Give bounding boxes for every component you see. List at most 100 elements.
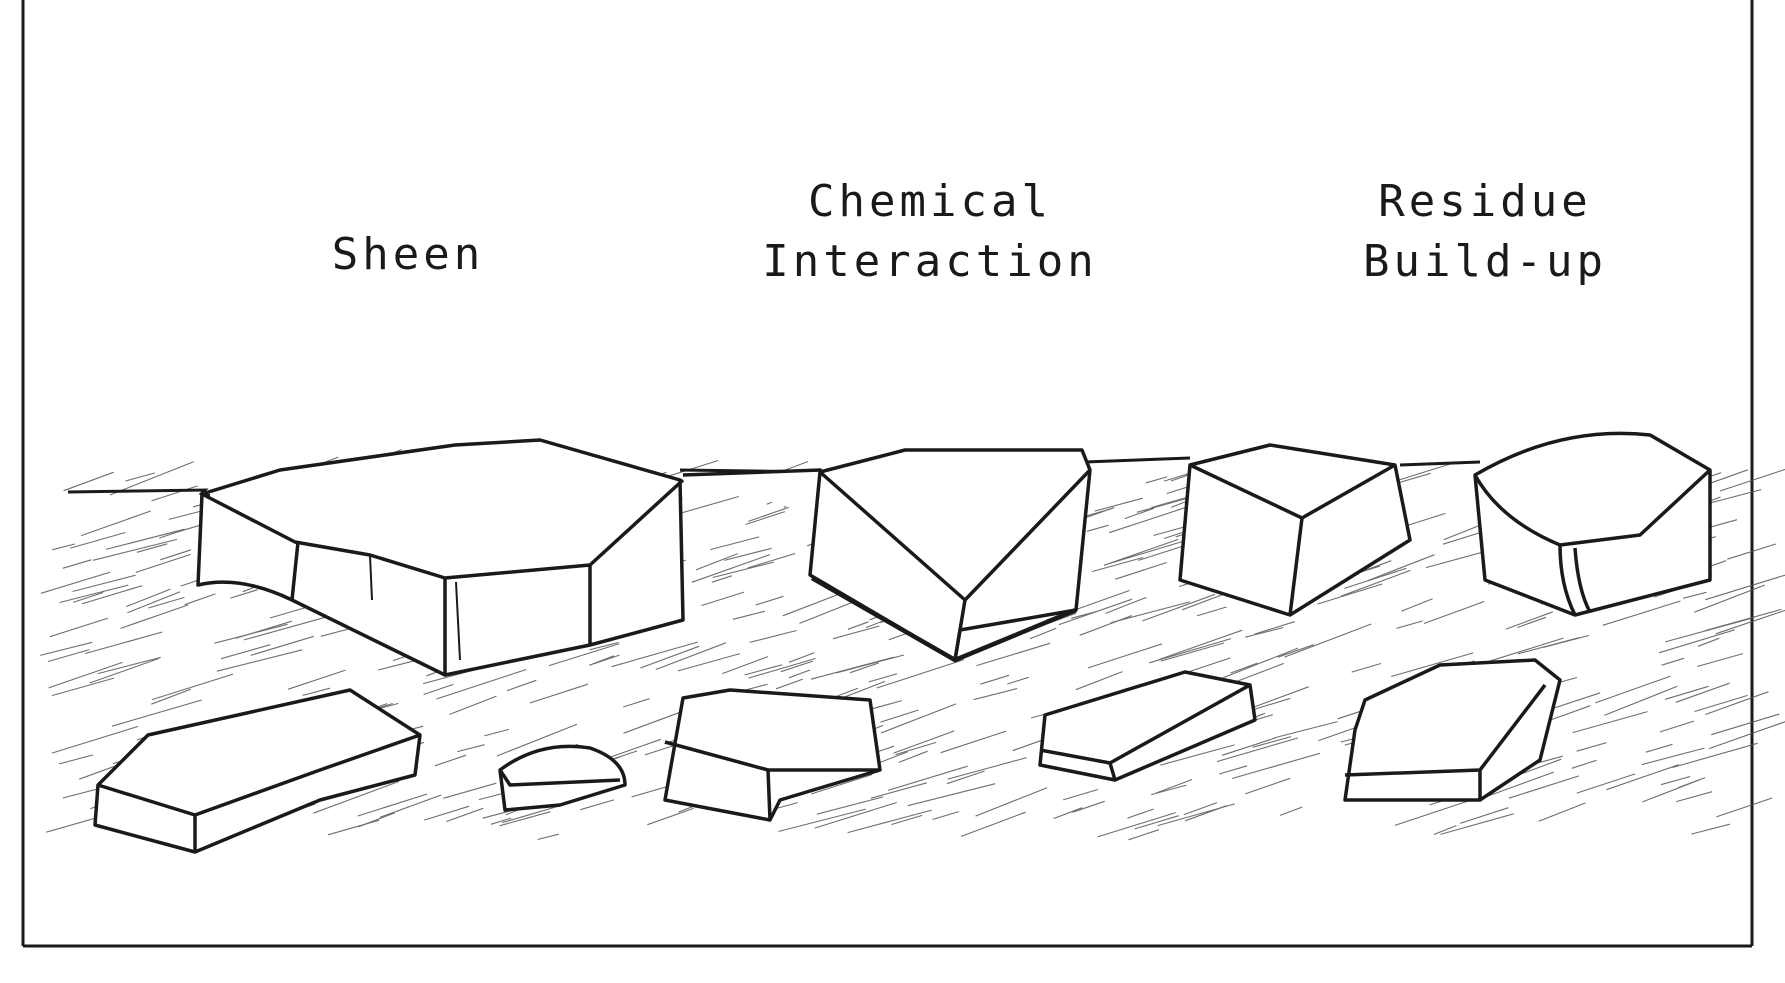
hatch-stroke [1183, 802, 1218, 816]
hatch-stroke [1252, 736, 1292, 748]
hatch-stroke [1661, 657, 1685, 666]
hatch-stroke [980, 674, 1010, 685]
hatch-stroke [48, 661, 123, 689]
hatch-stroke [691, 554, 770, 583]
hatch-stroke [814, 801, 897, 829]
hatch-stroke [48, 649, 90, 663]
hatch-stroke [1075, 671, 1123, 691]
hatch-stroke [313, 780, 400, 814]
hatch-stroke [1709, 469, 1748, 484]
hatch-stroke [589, 641, 619, 651]
hatch-stroke [1108, 504, 1193, 534]
hatch-stroke [159, 528, 186, 539]
hatch-stroke [847, 621, 869, 630]
hatch-stroke [287, 669, 346, 690]
hatch-stroke [230, 589, 258, 599]
hatch-stroke [1317, 583, 1383, 605]
hatch-stroke [1244, 626, 1284, 638]
hatch-stroke [961, 811, 1026, 837]
hatch-stroke [1659, 720, 1695, 733]
hatch-stroke [151, 485, 198, 502]
front-pebble [498, 744, 627, 812]
hatch-stroke [623, 698, 650, 708]
hatch-stroke [49, 617, 109, 638]
hatch-stroke [775, 678, 803, 690]
hatch-stroke [1284, 623, 1372, 658]
label-residue-line-1: Residue [1378, 176, 1592, 227]
hatch-stroke [168, 510, 202, 520]
hatch-stroke [887, 765, 968, 791]
hatch-stroke [135, 553, 191, 573]
hatch-stroke [89, 657, 160, 684]
hatch-stroke [1007, 676, 1029, 685]
hatch-stroke [160, 549, 192, 561]
hatch-stroke [1222, 647, 1299, 679]
hatch-stroke [695, 553, 738, 571]
hatch-stroke [184, 593, 216, 606]
hatch-stroke [1682, 591, 1707, 599]
hatch-stroke [72, 574, 136, 593]
hatch-stroke [1708, 721, 1785, 750]
hatch-stroke [745, 511, 786, 526]
hatch-stroke [111, 699, 202, 727]
hatch-stroke [40, 641, 93, 656]
hatch-stroke [151, 688, 192, 705]
hatch-stroke [1222, 737, 1276, 756]
hatch-stroke [1216, 737, 1298, 763]
hatch-stroke [537, 833, 559, 841]
hatch-stroke [379, 794, 442, 818]
hatch-stroke [1705, 691, 1769, 716]
hatch-stroke [109, 461, 194, 496]
hatch-stroke [85, 631, 163, 655]
hatch-stroke [655, 642, 727, 671]
hatch-stroke [499, 811, 551, 827]
hatch-stroke [722, 656, 769, 675]
hatch-stroke [423, 683, 454, 696]
hatch-stroke [92, 538, 178, 561]
hatch-stroke [1672, 742, 1758, 769]
hatch-stroke [677, 653, 741, 672]
label-chemical-line-1: Chemical [808, 176, 1052, 227]
hatch-stroke [932, 811, 959, 821]
label-residue-line-2: Build-up [1363, 236, 1607, 287]
hatch-stroke [701, 591, 745, 607]
front-slab-4 [1343, 658, 1562, 802]
hatch-stroke [1433, 825, 1457, 836]
hatch-stroke [1367, 554, 1435, 582]
hatch-stroke [484, 728, 509, 737]
hatch-stroke [893, 730, 955, 754]
hatch-stroke [1230, 662, 1258, 674]
hatch-stroke [788, 669, 811, 679]
hatch-stroke [1571, 759, 1597, 769]
hatch-stroke [647, 807, 694, 826]
hatch-stroke [59, 754, 94, 765]
hatch-stroke [235, 620, 292, 639]
hatch-stroke [1062, 788, 1099, 801]
hatch-stroke [1277, 644, 1315, 658]
hatch-stroke [1704, 608, 1782, 632]
hatch-stroke [946, 770, 985, 785]
hatch-stroke [907, 783, 996, 807]
hatch-stroke [1665, 685, 1709, 700]
hatch-stroke [506, 679, 537, 692]
hatch-stroke [1572, 711, 1648, 734]
hatch-stroke [1196, 606, 1227, 617]
hatch-stroke [1097, 812, 1176, 838]
hatch-stroke [710, 536, 760, 551]
hatch-stroke [1086, 524, 1109, 532]
hatch-stroke [1602, 600, 1681, 626]
hatch-stroke [1459, 807, 1509, 824]
hatch-stroke [1391, 652, 1474, 678]
hatch-stroke [1658, 629, 1735, 654]
label-sheen-line-1: Sheen [331, 229, 485, 280]
hatch-stroke [940, 730, 1007, 754]
hatch-stroke [1115, 561, 1167, 580]
hatch-stroke [1719, 468, 1785, 492]
hatch-stroke [1079, 614, 1133, 636]
hatch-stroke [40, 571, 111, 594]
hatch-stroke [782, 592, 841, 617]
hatch-stroke [357, 793, 428, 817]
hatch-stroke [816, 796, 884, 815]
hatch-stroke [580, 799, 615, 811]
